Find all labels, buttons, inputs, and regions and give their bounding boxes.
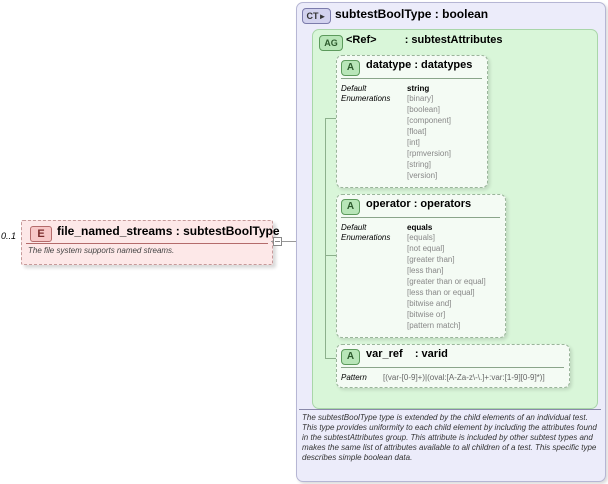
attribute-icon: A — [341, 349, 360, 365]
complex-type-documentation: The subtestBoolType type is extended by … — [302, 413, 597, 462]
attribute-var-ref-box[interactable]: A var_ref : varid Pattern [(var-[0-9]+)|… — [336, 344, 570, 388]
attribute-tree-branch — [325, 118, 336, 119]
attribute-icon: A — [341, 199, 360, 215]
attribute-tree-branch — [325, 358, 336, 359]
enumeration-value: [equals] — [407, 233, 436, 242]
attribute-tree-line — [325, 118, 326, 358]
attribute-datatype-box[interactable]: A datatype : datatypes Default Enumerati… — [336, 55, 488, 188]
enumeration-value: [version] — [407, 171, 438, 180]
default-label: Default — [341, 84, 367, 93]
enumeration-value: [float] — [407, 127, 427, 136]
element-separator — [26, 243, 268, 244]
enumeration-value: [component] — [407, 116, 452, 125]
default-value: equals — [407, 223, 433, 232]
sequence-connector-icon[interactable] — [273, 237, 282, 246]
enumeration-value: [string] — [407, 160, 432, 169]
enumeration-value: [binary] — [407, 94, 434, 103]
attribute-name: operator — [366, 198, 411, 210]
enumeration-value: [bitwise or] — [407, 310, 446, 319]
attribute-separator — [341, 367, 564, 368]
enumeration-value: [bitwise and] — [407, 299, 452, 308]
attribute-group-name: : subtestAttributes — [404, 34, 503, 46]
enumeration-value: [less than or equal] — [407, 288, 475, 297]
attribute-group-icon: AG — [319, 35, 343, 51]
enumeration-value: [pattern match] — [407, 321, 461, 330]
pattern-label: Pattern — [341, 373, 367, 382]
complex-type-icon: CT► — [302, 8, 331, 24]
attribute-separator — [341, 78, 482, 79]
enumeration-value: [less than] — [407, 266, 444, 275]
complex-type-name: subtestBoolType — [335, 7, 432, 21]
attribute-tree-branch — [325, 255, 336, 256]
element-box[interactable]: E file_named_streams : subtestBoolType T… — [21, 220, 280, 265]
attribute-group-ref: <Ref> — [346, 34, 377, 46]
attribute-name: var_ref — [366, 348, 403, 360]
attribute-title: var_ref : varid — [366, 348, 448, 360]
complex-type-title: subtestBoolType : boolean — [335, 7, 488, 21]
default-value: string — [407, 84, 430, 93]
complex-type-separator — [299, 409, 601, 410]
enumeration-value: [boolean] — [407, 105, 440, 114]
enumerations-label: Enumerations — [341, 94, 391, 103]
enumeration-value: [greater than] — [407, 255, 455, 264]
attribute-type: : varid — [414, 348, 448, 360]
attribute-title: operator : operators — [366, 198, 471, 210]
pattern-value: [(var-[0-9]+)|(oval:[A-Za-z\-\.]+:var:[1… — [383, 373, 545, 382]
element-type: : subtestBoolType — [175, 224, 280, 238]
element-documentation: The file system supports named streams. — [28, 246, 175, 255]
attribute-name: datatype — [366, 59, 412, 71]
element-name: file_named_streams — [57, 224, 173, 238]
default-label: Default — [341, 223, 367, 232]
enumeration-value: [rpmversion] — [407, 149, 452, 158]
element-occurrence: 0..1 — [1, 231, 17, 241]
attribute-icon: A — [341, 60, 360, 76]
attribute-title: datatype : datatypes — [366, 59, 472, 71]
attribute-operator-box[interactable]: A operator : operators Default Enumerati… — [336, 194, 506, 338]
element-icon: E — [30, 226, 52, 242]
attribute-type: : datatypes — [414, 59, 473, 71]
element-title: file_named_streams : subtestBoolType — [57, 224, 280, 238]
attribute-type: : operators — [413, 198, 472, 210]
element-connector-line — [271, 241, 296, 242]
enumeration-value: [greater than or equal] — [407, 277, 486, 286]
attribute-group-box[interactable]: AG <Ref> : subtestAttributes A datatype … — [312, 29, 598, 409]
enumeration-value: [int] — [407, 138, 420, 147]
attribute-separator — [341, 217, 500, 218]
complex-type-box[interactable]: CT► subtestBoolType : boolean AG <Ref> :… — [296, 2, 606, 482]
enumerations-label: Enumerations — [341, 233, 391, 242]
attribute-group-title: <Ref> : subtestAttributes — [346, 34, 502, 46]
complex-type-base: : boolean — [434, 7, 489, 21]
enumeration-value: [not equal] — [407, 244, 445, 253]
